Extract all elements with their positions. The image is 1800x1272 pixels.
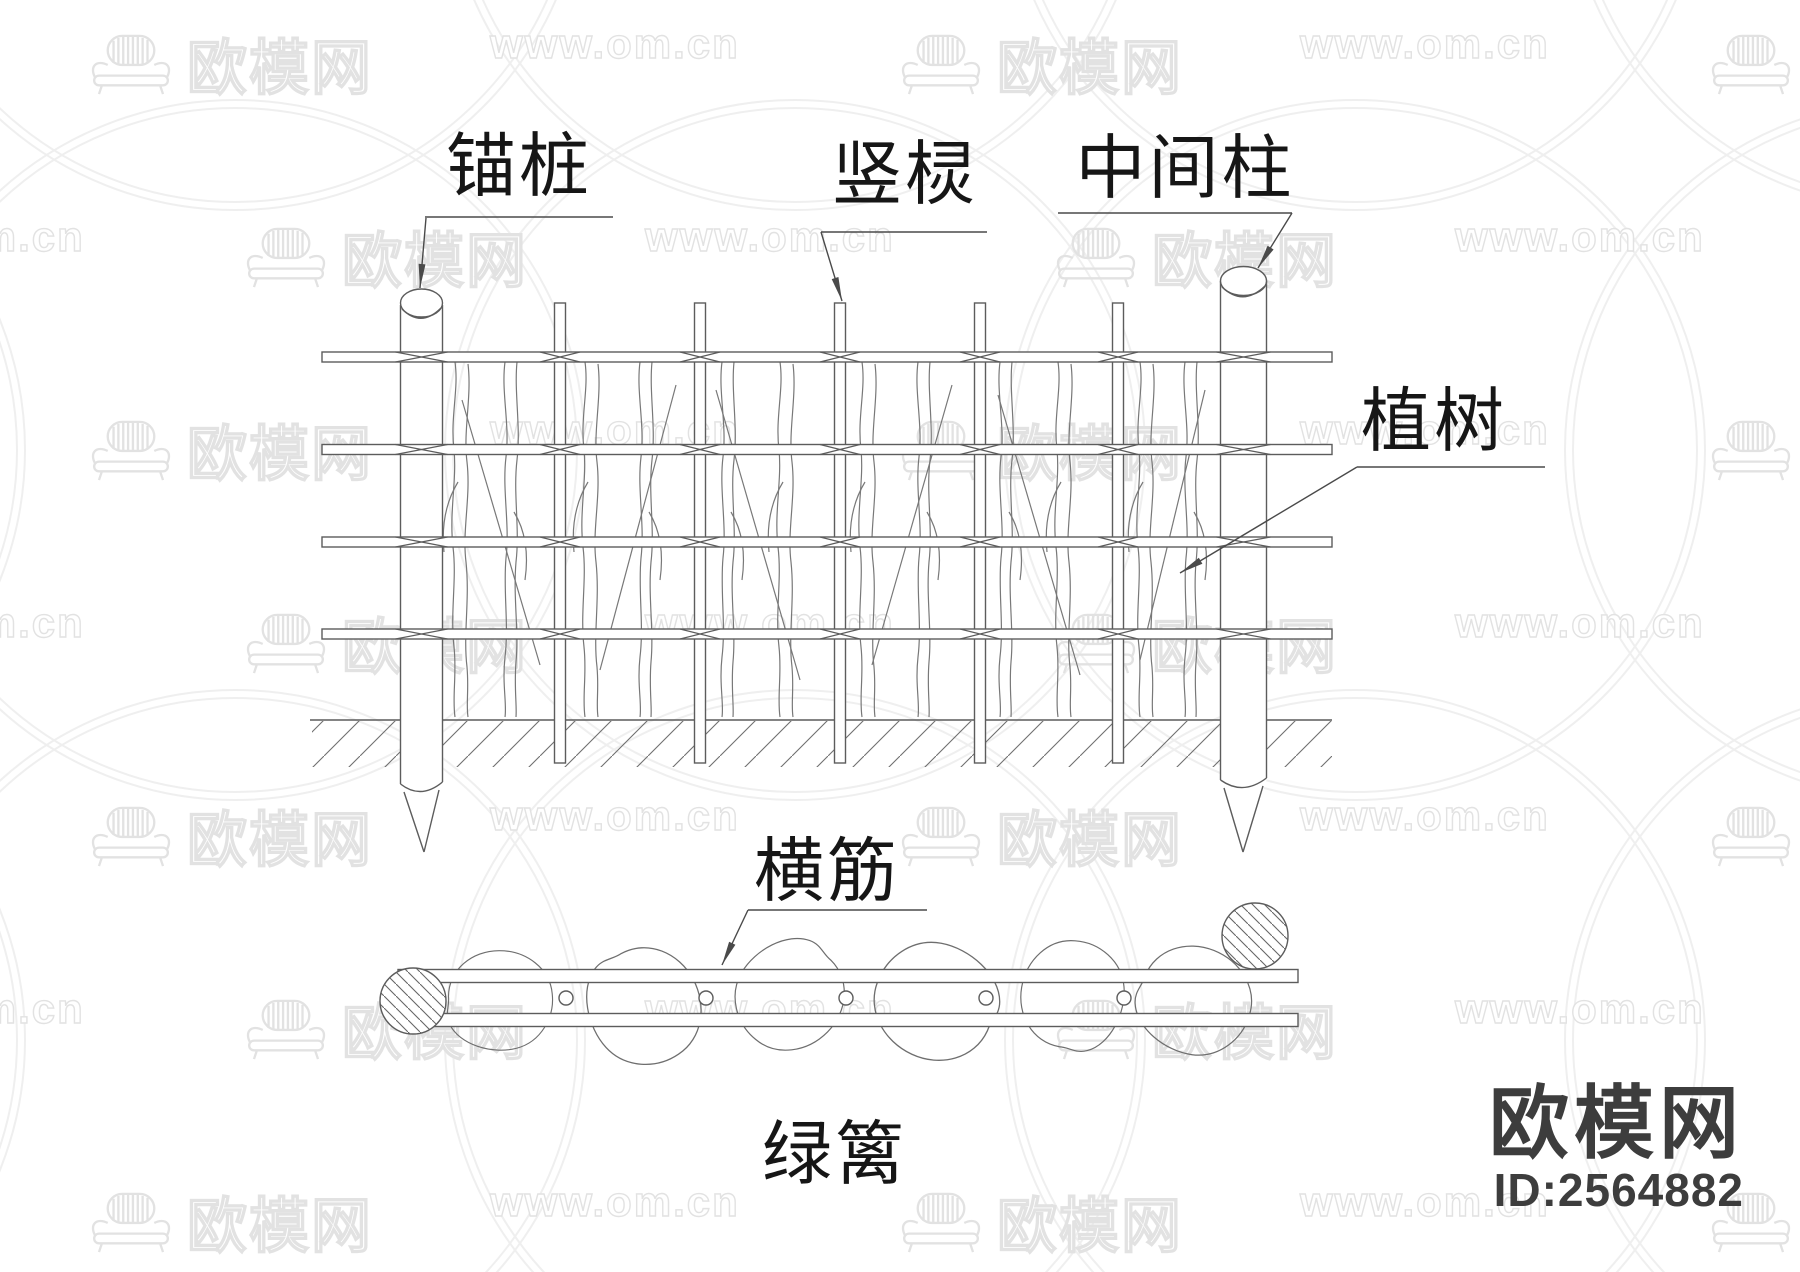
watermark-brand-text: 欧模网 bbox=[186, 806, 373, 874]
label-anchor-pile-text: 锚桩 bbox=[446, 129, 592, 206]
watermark-url: www.om.cn bbox=[1454, 598, 1705, 647]
logo-id-text: ID:2564882 bbox=[1493, 1164, 1744, 1216]
plan-middle-post-section bbox=[1221, 902, 1289, 970]
watermark-url: www.om.cn bbox=[489, 791, 740, 840]
watermark-url: www.om.cn bbox=[0, 598, 85, 647]
watermark-url: www.om.cn bbox=[1454, 984, 1705, 1033]
watermark-url-text: www.om.cn bbox=[1454, 984, 1705, 1032]
watermark-url: www.om.cn bbox=[1299, 791, 1550, 840]
label-hedge: 绿篱 bbox=[762, 1117, 908, 1194]
watermark-url: www.om.cn bbox=[1454, 212, 1705, 261]
watermark-url-text: www.om.cn bbox=[1299, 1177, 1550, 1225]
watermark-url: www.om.cn bbox=[1299, 405, 1550, 454]
watermark-brand: 欧模网 bbox=[240, 213, 528, 300]
watermark-brand: 欧模网 bbox=[895, 20, 1183, 107]
logo-brand-text: 欧模网 bbox=[1489, 1079, 1744, 1168]
watermark-brand: 欧模网 bbox=[1050, 985, 1338, 1072]
anchor-pile bbox=[399, 288, 444, 853]
watermark-url-text: www.om.cn bbox=[1454, 212, 1705, 260]
watermark-url: www.om.cn bbox=[0, 212, 85, 261]
watermark-url-text: www.om.cn bbox=[0, 212, 85, 260]
watermark-url-text: www.om.cn bbox=[489, 19, 740, 67]
watermark-brand-text: 欧模网 bbox=[186, 1192, 373, 1260]
watermark-url-text: www.om.cn bbox=[1299, 19, 1550, 67]
label-tree-planting: 植树 bbox=[1179, 384, 1545, 574]
watermark-url-text: www.om.cn bbox=[0, 598, 85, 646]
watermark-brand-text: 欧模网 bbox=[996, 806, 1183, 874]
annotations: 锚桩 竖棂 中间柱 植树 横筋 bbox=[418, 129, 1545, 1194]
watermark-brand-text: 欧模网 bbox=[1151, 999, 1338, 1067]
label-tree-planting-text: 植树 bbox=[1361, 384, 1507, 461]
plan-rail-top bbox=[397, 968, 1299, 984]
watermark-brand-text: 欧模网 bbox=[996, 1192, 1183, 1260]
watermark-url: www.om.cn bbox=[0, 984, 85, 1033]
watermark-brand: 欧模网 bbox=[85, 1178, 373, 1265]
elevation-view bbox=[310, 265, 1333, 853]
label-middle-post-text: 中间柱 bbox=[1076, 131, 1295, 208]
label-vertical-lattice-text: 竖棂 bbox=[832, 137, 978, 214]
watermark-brand-text: 欧模网 bbox=[341, 227, 528, 295]
watermark-brand: 欧模网 bbox=[85, 20, 373, 107]
watermark-url-text: www.om.cn bbox=[1299, 405, 1550, 453]
middle-post-pile bbox=[1219, 265, 1268, 853]
plan-lattice-sections bbox=[558, 990, 1132, 1006]
watermark-url-text: www.om.cn bbox=[489, 1177, 740, 1225]
watermark-brand: 欧模网 bbox=[895, 1178, 1183, 1265]
watermark-url: www.om.cn bbox=[489, 1177, 740, 1226]
watermark-url: www.om.cn bbox=[1299, 19, 1550, 68]
watermark-brand: 欧模网 bbox=[85, 792, 373, 879]
plan-rail-bottom bbox=[397, 1012, 1299, 1028]
watermark-url: www.om.cn bbox=[489, 19, 740, 68]
watermark-url: www.om.cn bbox=[644, 212, 895, 261]
watermark-brand-text: 欧模网 bbox=[996, 34, 1183, 102]
watermark-url: www.om.cn bbox=[1299, 1177, 1550, 1226]
watermark-url-text: www.om.cn bbox=[1299, 791, 1550, 839]
label-vertical-lattice: 竖棂 bbox=[820, 137, 987, 302]
watermark-brand: 欧模网 bbox=[895, 792, 1183, 879]
ground bbox=[310, 719, 1332, 767]
plan-view bbox=[379, 902, 1299, 1085]
lashing-marks bbox=[395, 351, 1271, 640]
site-logo: 欧模网 ID:2564882 bbox=[1489, 1084, 1744, 1217]
watermark-url-text: www.om.cn bbox=[489, 791, 740, 839]
vertical-lattice-bars bbox=[553, 302, 1125, 764]
horizontal-rails bbox=[321, 351, 1333, 640]
watermark-brand-text: 欧模网 bbox=[186, 34, 373, 102]
label-horizontal-bar-text: 横筋 bbox=[754, 834, 900, 911]
label-anchor-pile: 锚桩 bbox=[418, 129, 613, 289]
watermark-url-text: www.om.cn bbox=[644, 212, 895, 260]
label-horizontal-bar: 横筋 bbox=[721, 834, 927, 966]
label-hedge-text: 绿篱 bbox=[762, 1117, 908, 1194]
label-middle-post: 中间柱 bbox=[1058, 131, 1295, 269]
watermark-url-text: www.om.cn bbox=[0, 984, 85, 1032]
watermark-url-text: www.om.cn bbox=[1454, 598, 1705, 646]
plan-anchor-pile-section bbox=[379, 967, 447, 1035]
